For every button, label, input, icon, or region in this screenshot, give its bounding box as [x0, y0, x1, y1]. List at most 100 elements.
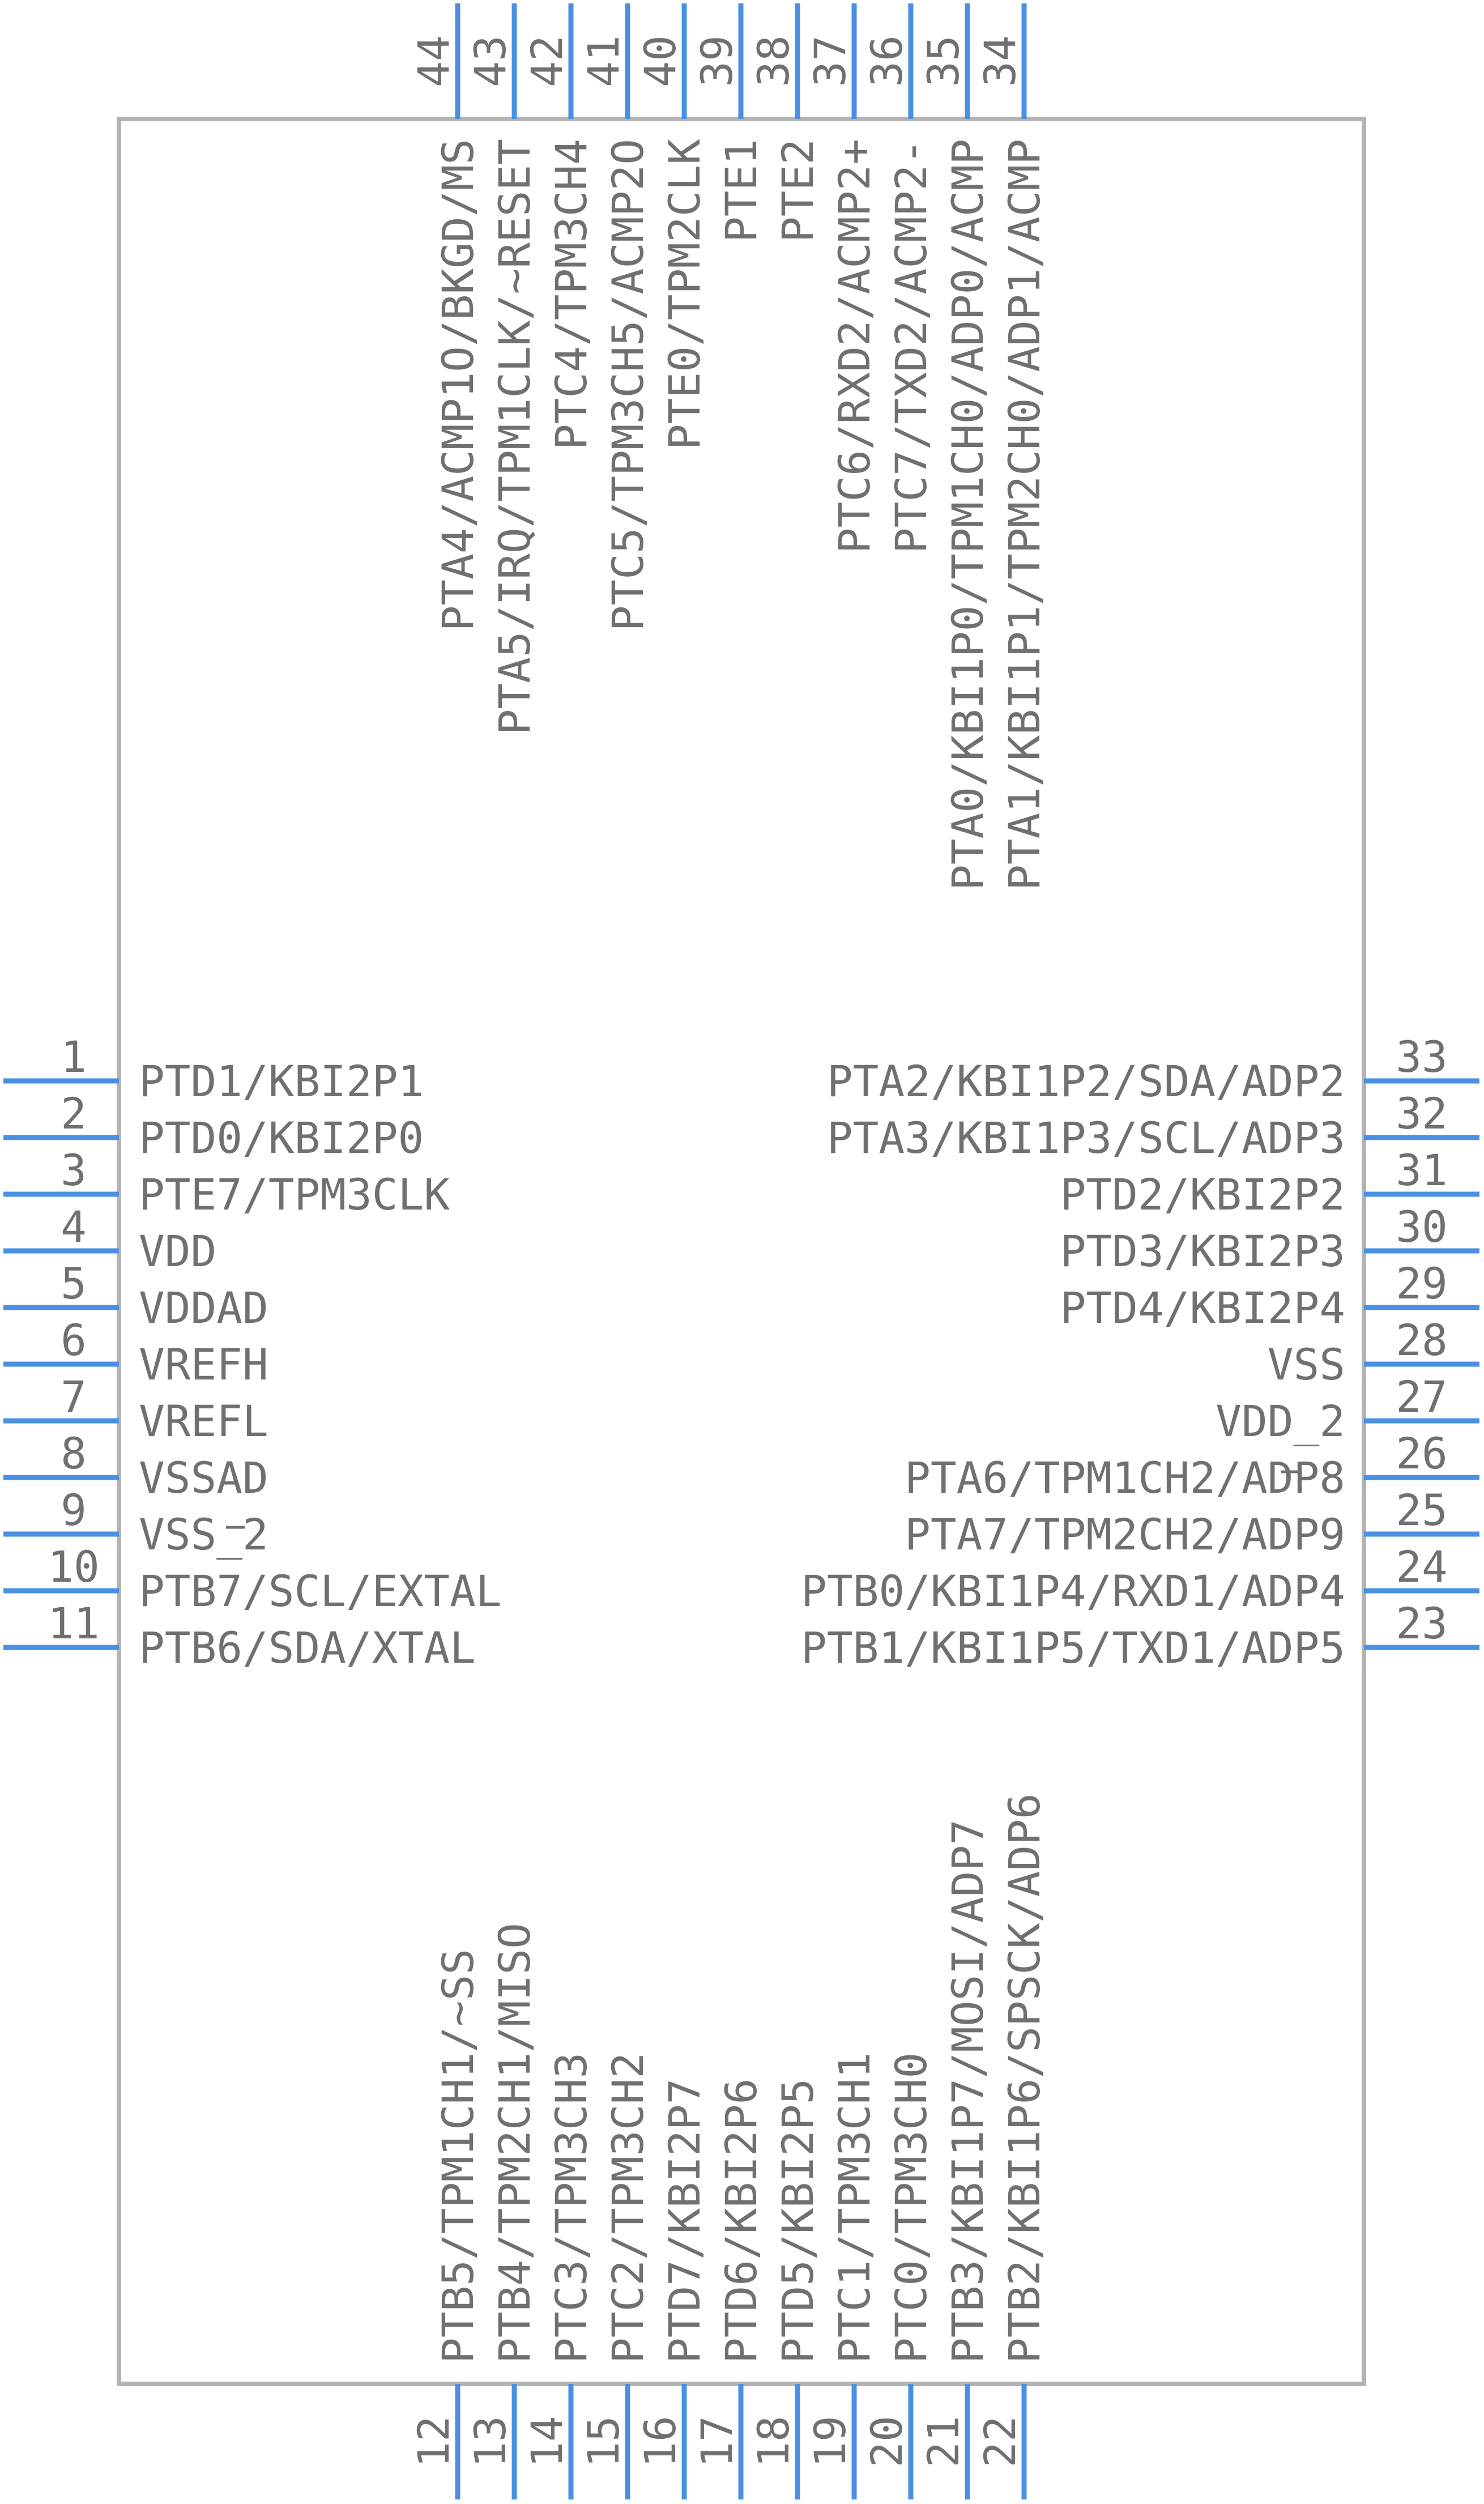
pin-number: 7 [61, 1372, 87, 1422]
pin-label: VDD [139, 1226, 216, 1276]
pin-number: 1 [61, 1032, 87, 1082]
pin-number: 5 [61, 1258, 87, 1309]
pin-number: 18 [748, 2416, 799, 2468]
pin-label: PTA0/KBI1P0/TPM1CH0/ADP0/ACMP [943, 139, 993, 891]
pin-label: PTE2 [773, 139, 823, 242]
pin-label: PTC3/TPM3CH3 [546, 2052, 596, 2364]
pin-number: 13 [465, 2416, 515, 2468]
pin-label: PTC2/TPM3CH2 [603, 2052, 653, 2364]
pin-number: 38 [748, 35, 799, 87]
ic-body-outline [117, 117, 1366, 2386]
pin-number: 8 [61, 1428, 87, 1479]
pin-12: 12 PTB5/TPM1CH1/~SS [408, 1949, 483, 2499]
pin-29: 29 PTD4/KBI2P4 [1060, 1258, 1479, 1333]
pin-label: PTD3/KBI2P3 [1060, 1226, 1345, 1276]
pin-label: PTD4/KBI2P4 [1060, 1283, 1345, 1333]
pin-number: 10 [48, 1541, 100, 1592]
pin-21: 21 PTB3/KBI1P7/MOSI/ADP7 [918, 1819, 993, 2499]
pin-number: 6 [61, 1315, 87, 1365]
bottom-pin-group: 12 PTB5/TPM1CH1/~SS 13 PTB4/TPM2CH1/MISO 14 P… [408, 1793, 1050, 2499]
pin-label: VREFH [139, 1339, 268, 1390]
pin-number: 20 [862, 2416, 912, 2468]
pin-label: VREFL [139, 1396, 268, 1446]
pin-label: PTB4/TPM2CH1/MISO [489, 1923, 540, 2364]
pin-number: 3 [61, 1145, 87, 1195]
pin-label: VSS [1268, 1339, 1345, 1390]
pin-number: 29 [1396, 1258, 1448, 1309]
pin-number: 21 [918, 2416, 969, 2468]
pin-number: 32 [1396, 1088, 1448, 1139]
pin-number: 37 [805, 35, 855, 87]
pin-number: 24 [1396, 1541, 1448, 1592]
pin-label: PTC6/RXD2/ACMP2+ [829, 139, 880, 553]
pin-label: PTB0/KBI1P4/RXD1/ADP4 [801, 1566, 1345, 1616]
pin-number: 12 [408, 2416, 459, 2468]
pin-label: PTB3/KBI1P7/MOSI/ADP7 [943, 1819, 993, 2364]
pin-4: 4 VDD [3, 1202, 216, 1276]
pin-14: 14 PTC3/TPM3CH3 [522, 2052, 596, 2499]
top-pin-group: 44PTA4/ACMP1O/BKGD/MS43PTA5/IRQ/TPM1CLK/… [408, 3, 1050, 891]
pin-number: 34 [975, 35, 1025, 87]
pin-6: 6 VREFH [3, 1315, 268, 1390]
pin-number: 17 [692, 2416, 742, 2468]
pin-3: 3 PTE7/TPM3CLK [3, 1145, 450, 1220]
pin-number: 41 [578, 35, 629, 87]
pin-number: 33 [1396, 1032, 1448, 1082]
pin-number: 36 [862, 35, 912, 87]
pin-label: VSSAD [139, 1453, 268, 1503]
pin-label: PTE7/TPM3CLK [139, 1169, 450, 1220]
pin-number: 2 [61, 1088, 87, 1139]
pin-label: PTD6/KBI2P6 [716, 2079, 766, 2364]
pin-number: 9 [61, 1485, 87, 1535]
pin-number: 44 [408, 35, 459, 87]
pin-label: PTE1 [716, 139, 766, 242]
pin-label: PTE0/TPM2CLK [659, 139, 710, 450]
pin-label: PTB2/KBI1P6/SPSCK/ADP6 [999, 1793, 1050, 2364]
pin-number: 31 [1396, 1145, 1448, 1195]
pin-label: PTB5/TPM1CH1/~SS [433, 1949, 483, 2364]
pin-24: 24 PTB0/KBI1P4/RXD1/ADP4 [801, 1541, 1479, 1616]
pin-7: 7 VREFL [3, 1372, 268, 1446]
pin-31: 31 PTD2/KBI2P2 [1060, 1145, 1479, 1220]
pin-label: PTA3/KBI1P3/SCL/ADP3 [827, 1113, 1345, 1163]
pin-label: PTD1/KBI2P1 [139, 1056, 424, 1106]
pin-number: 25 [1396, 1485, 1448, 1535]
pin-label: PTC1/TPM3CH1 [829, 2052, 880, 2364]
pin-label: PTA1/KBI1P1/TPM2CH0/ADP1/ACMP [999, 139, 1050, 891]
pin-label: PTD2/KBI2P2 [1060, 1169, 1345, 1220]
pin-label: VDDAD [139, 1283, 268, 1333]
pin-25: 25 PTA7/TPM2CH2/ADP9 [905, 1485, 1479, 1560]
pin-number: 14 [522, 2416, 572, 2468]
pin-32: 32 PTA3/KBI1P3/SCL/ADP3 [827, 1088, 1479, 1163]
pin-label: PTB6/SDA/XTAL [139, 1623, 476, 1673]
pin-label: PTC4/TPM3CH4 [546, 139, 596, 450]
pin-number: 4 [61, 1202, 87, 1252]
pin-number: 27 [1396, 1372, 1448, 1422]
pin-label: PTB1/KBI1P5/TXD1/ADP5 [801, 1623, 1345, 1673]
pin-number: 43 [465, 35, 515, 87]
pin-label: PTA7/TPM2CH2/ADP9 [905, 1509, 1345, 1560]
pin-number: 16 [635, 2416, 685, 2468]
pin-5: 5 VDDAD [3, 1258, 268, 1333]
